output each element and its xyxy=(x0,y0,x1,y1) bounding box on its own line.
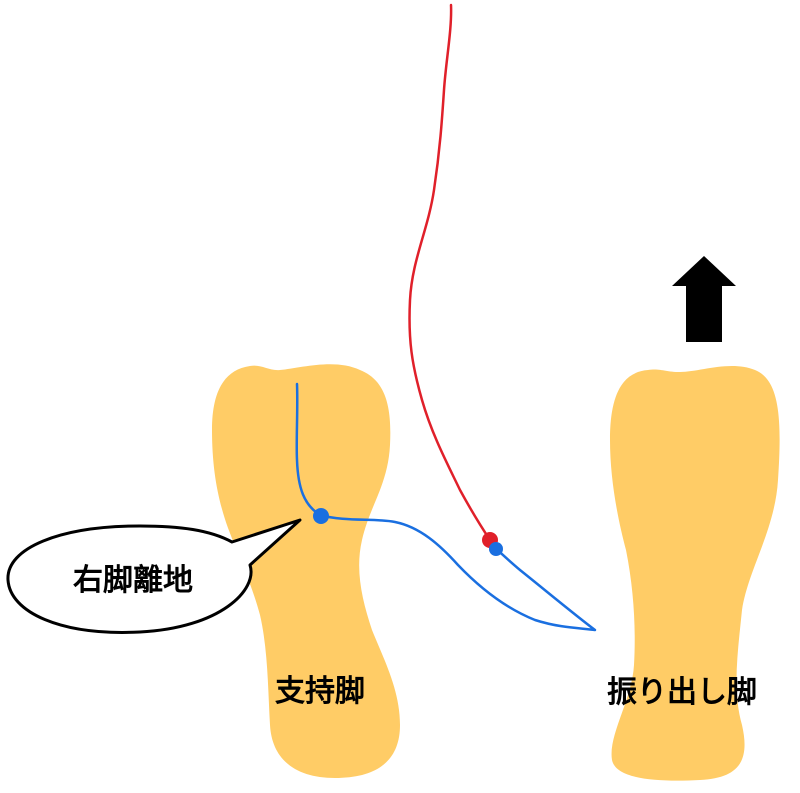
support-marker xyxy=(313,508,329,524)
support-trajectory-line xyxy=(295,382,597,632)
swing-foot-shape xyxy=(610,366,780,781)
callout-bubble xyxy=(6,518,302,634)
swing-trajectory-line xyxy=(408,3,492,542)
swing-foot-label: 振り出し脚 xyxy=(607,675,757,710)
swing-marker-blue xyxy=(489,542,503,556)
callout-label: 右脚離地 xyxy=(73,563,193,598)
support-foot-shape xyxy=(212,364,400,778)
up-arrow-icon xyxy=(672,256,736,342)
support-foot-label: 支持脚 xyxy=(275,674,365,709)
